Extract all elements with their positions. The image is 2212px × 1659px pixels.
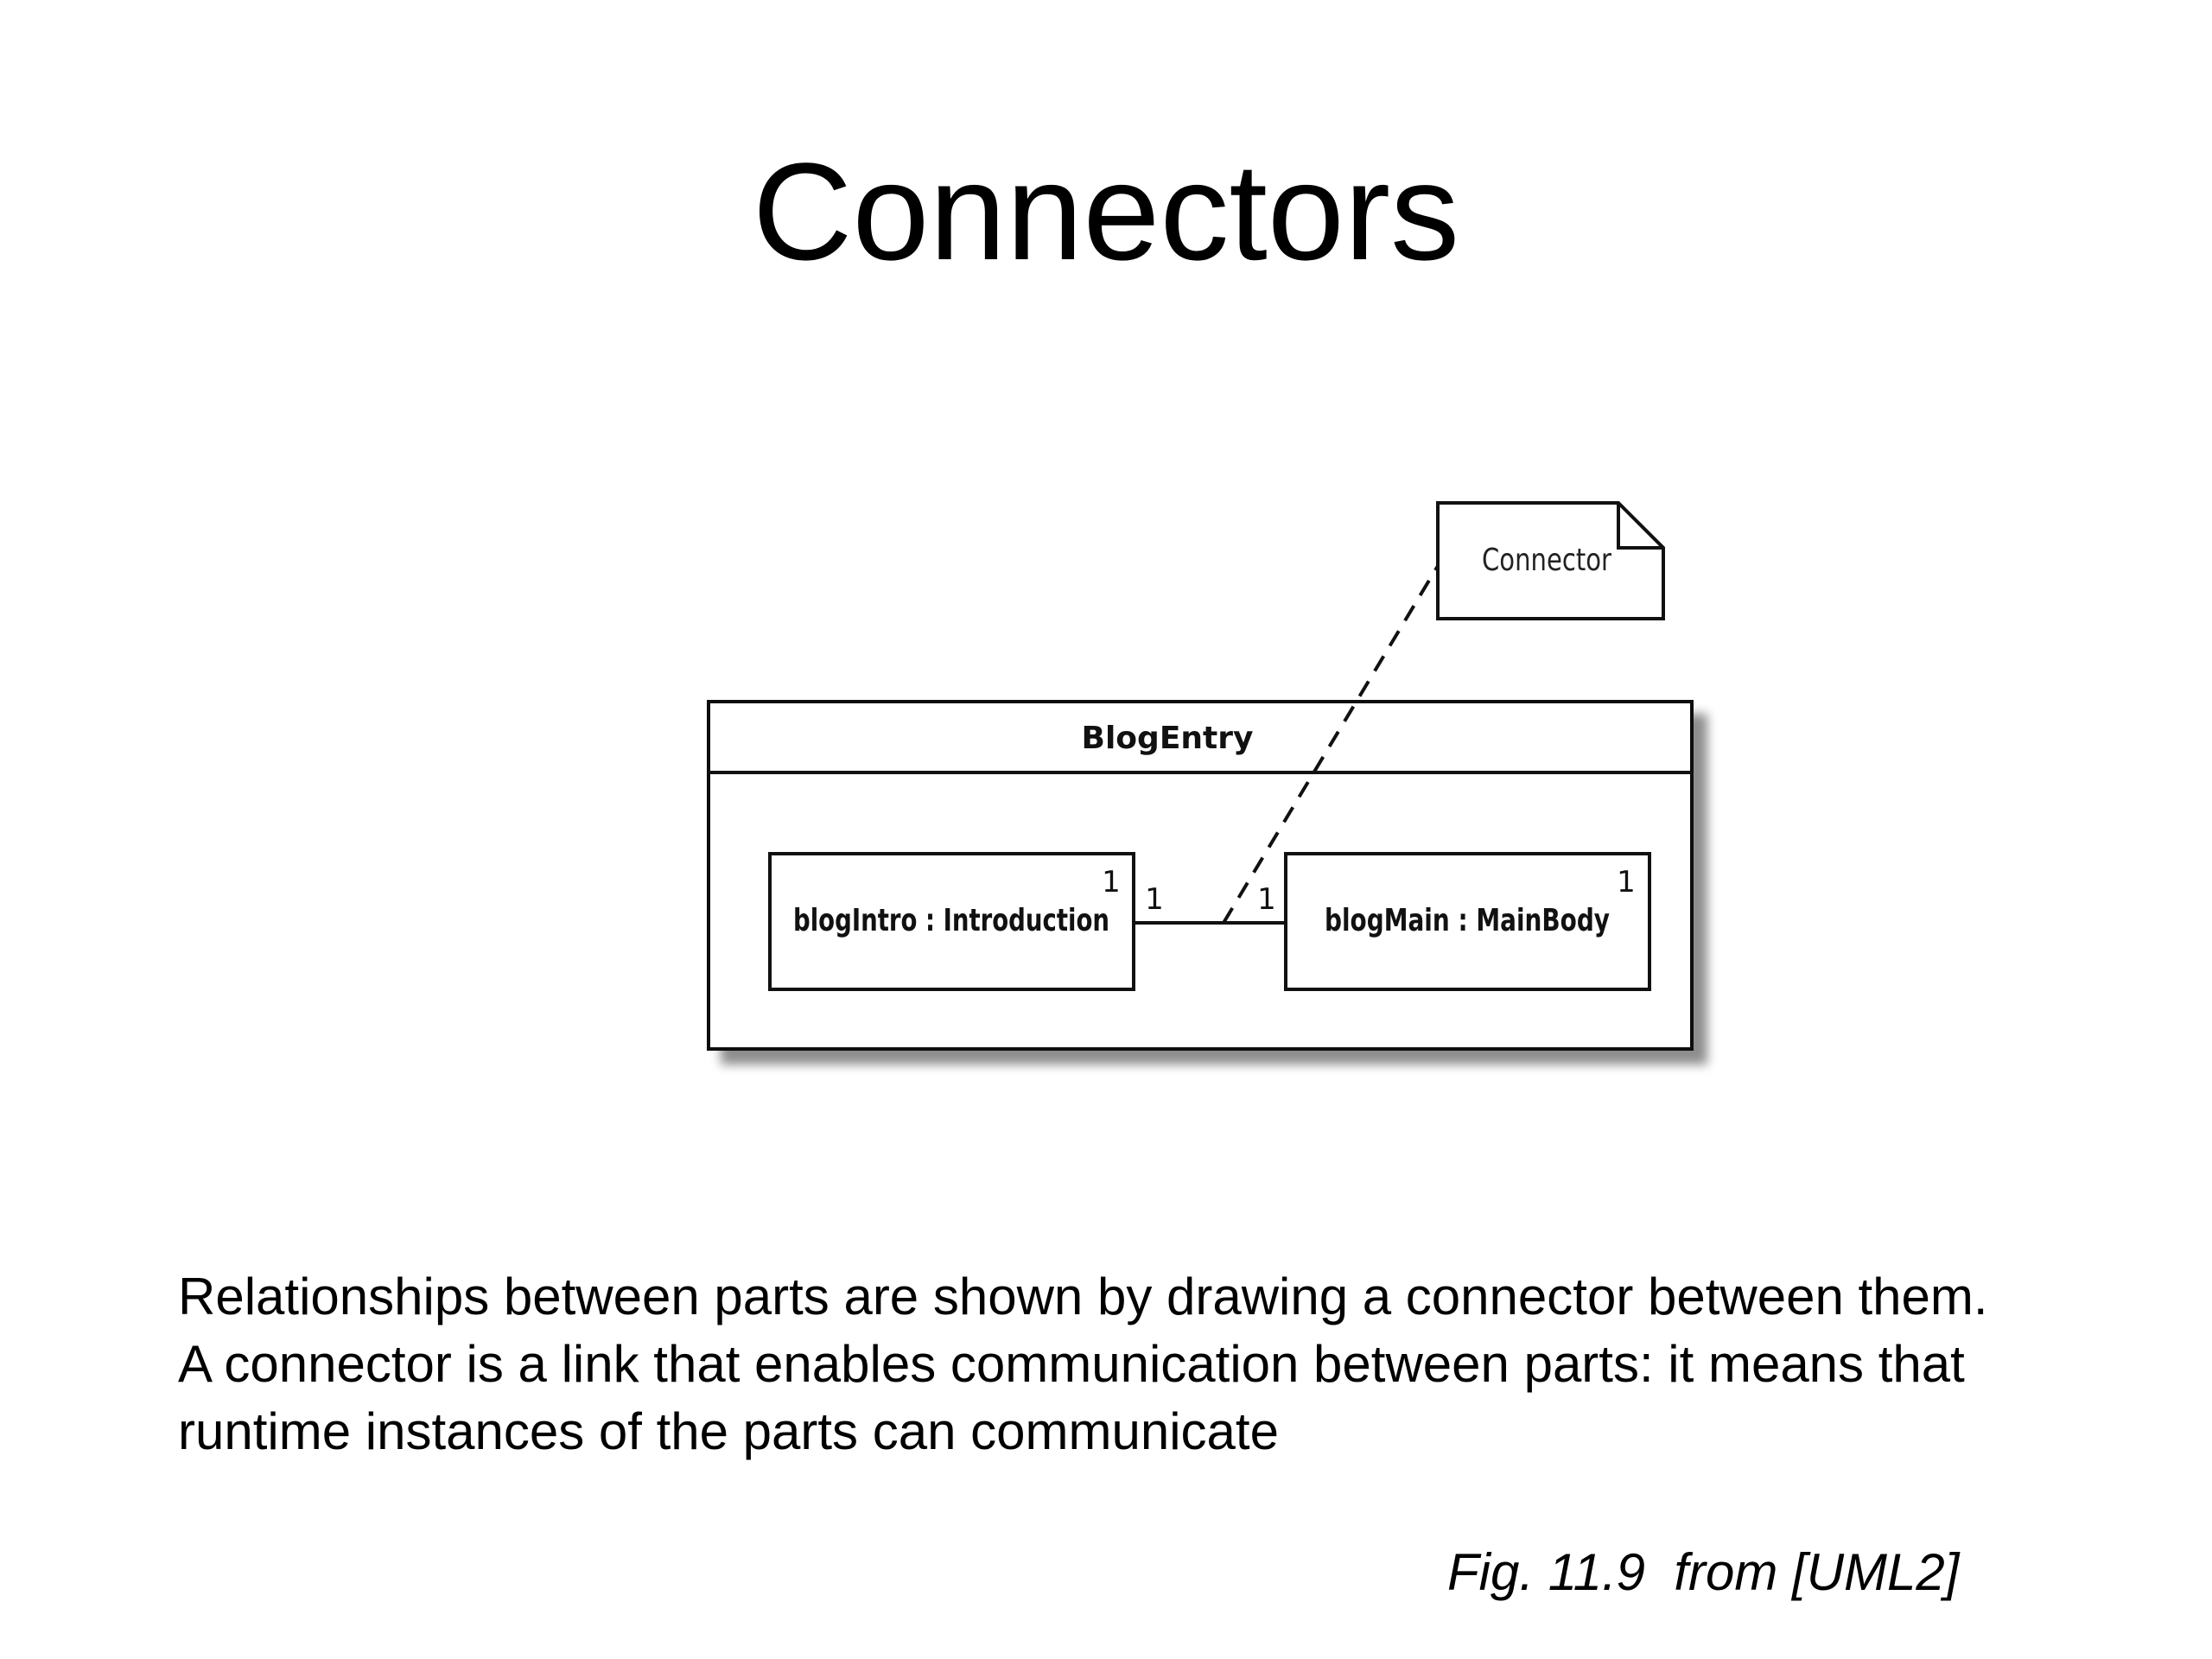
connector-end-left-multiplicity: 1 — [1145, 882, 1164, 917]
part-blogintro-multiplicity: 1 — [1102, 865, 1121, 899]
part-blogintro-label: blogIntro : Introduction — [793, 903, 1109, 938]
figure-caption: Fig. 11.9 from [UML2] — [1447, 1543, 1960, 1601]
part-blogintro-box — [768, 852, 1135, 991]
connector-end-right-multiplicity: 1 — [1257, 882, 1276, 917]
blogentry-name: BlogEntry — [1082, 721, 1254, 756]
connector-note: Connector — [1436, 501, 1665, 620]
slide-body-text: Relationships between parts are shown by… — [178, 1263, 2165, 1465]
body-line: runtime instances of the parts can commu… — [178, 1402, 1279, 1460]
part-blogmain-box — [1284, 852, 1651, 991]
part-blogintro: 1 blogIntro : Introduction — [768, 852, 1135, 991]
note-anchor-dashed-line — [1222, 564, 1440, 925]
body-line: Relationships between parts are shown by… — [178, 1268, 1988, 1325]
body-line: A connector is a link that enables commu… — [178, 1335, 1965, 1393]
part-blogmain: 1 blogMain : MainBody — [1284, 852, 1651, 991]
part-blogmain-label: blogMain : MainBody — [1325, 903, 1610, 938]
slide-title: Connectors — [752, 134, 1460, 289]
part-blogmain-multiplicity: 1 — [1617, 865, 1636, 899]
connector-link: 1 1 — [1134, 882, 1286, 925]
connector-note-label: Connector — [1482, 543, 1611, 578]
connector-note-folded-corner — [1617, 503, 1663, 550]
connector-note-shape — [1436, 501, 1665, 620]
